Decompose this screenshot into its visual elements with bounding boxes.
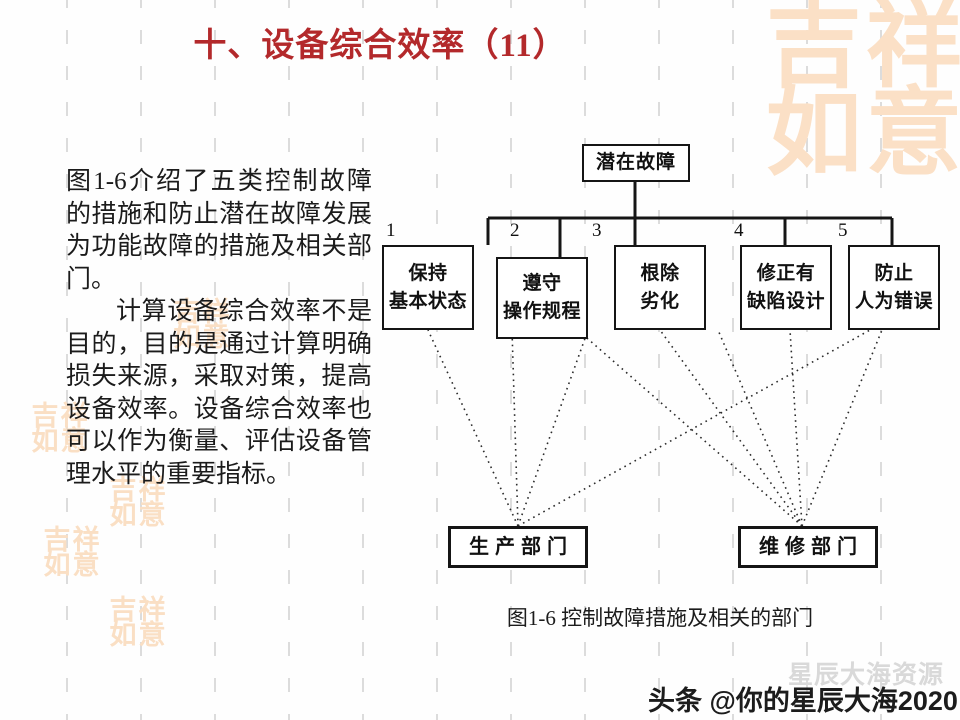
paragraph-1: 图1-6介绍了五类控制故障的措施和防止潜在故障发展为功能故障的措施及相关部门。 <box>66 168 372 293</box>
node-label: 潜在故障 <box>595 152 676 174</box>
branch-number-2: 2 <box>510 220 520 241</box>
node-potential-failure[interactable]: 潜在故障 <box>582 144 690 182</box>
node-measure-4[interactable]: 修正有 缺陷设计 <box>740 245 832 330</box>
node-label-line2: 人为错误 <box>854 290 933 312</box>
node-label-line1: 根除 <box>640 262 680 284</box>
branch-number-5: 5 <box>838 220 848 241</box>
node-label-line1: 遵守 <box>522 273 562 295</box>
figure-caption: 图1-6 控制故障措施及相关的部门 <box>506 606 814 630</box>
node-label-line1: 保持 <box>408 262 448 284</box>
branch-number-4: 4 <box>734 220 744 241</box>
node-measure-3[interactable]: 根除 劣化 <box>614 245 706 330</box>
node-label: 生产部门 <box>469 535 573 558</box>
node-department-maintenance[interactable]: 维修部门 <box>738 526 878 568</box>
footer-handle-watermark: 头条 @你的星辰大海2020 <box>648 686 958 716</box>
node-measure-2[interactable]: 遵守 操作规程 <box>496 257 588 339</box>
node-measure-1[interactable]: 保持 基本状态 <box>382 245 474 330</box>
node-label-line1: 修正有 <box>756 262 816 284</box>
branch-number-3: 3 <box>592 220 602 241</box>
figure-1-6-diagram: 潜在故障 1 2 3 4 5 保持 基本状态 遵守 操作规程 根除 劣化 修正有… <box>370 130 950 640</box>
node-label-line1: 防止 <box>874 262 914 284</box>
diagram-connectors <box>427 182 894 527</box>
node-label-line2: 劣化 <box>640 290 680 312</box>
body-text-block: 图1-6介绍了五类控制故障的措施和防止潜在故障发展为功能故障的措施及相关部门。 … <box>66 166 372 491</box>
page-title: 十、设备综合效率（11） <box>193 28 567 64</box>
node-label: 维修部门 <box>759 535 863 558</box>
footer-ghost-watermark: 星辰大海资源 <box>788 661 945 689</box>
node-measure-5[interactable]: 防止 人为错误 <box>848 245 940 330</box>
paragraph-2: 计算设备综合效率不是目的，目的是通过计算明确损失来源，采取对策，提高设备效率。设… <box>66 298 372 488</box>
branch-number-1: 1 <box>386 220 396 241</box>
node-label-line2: 缺陷设计 <box>746 290 825 312</box>
node-label-line2: 操作规程 <box>502 301 581 322</box>
node-label-line2: 基本状态 <box>388 290 467 312</box>
node-department-production[interactable]: 生产部门 <box>448 526 588 568</box>
